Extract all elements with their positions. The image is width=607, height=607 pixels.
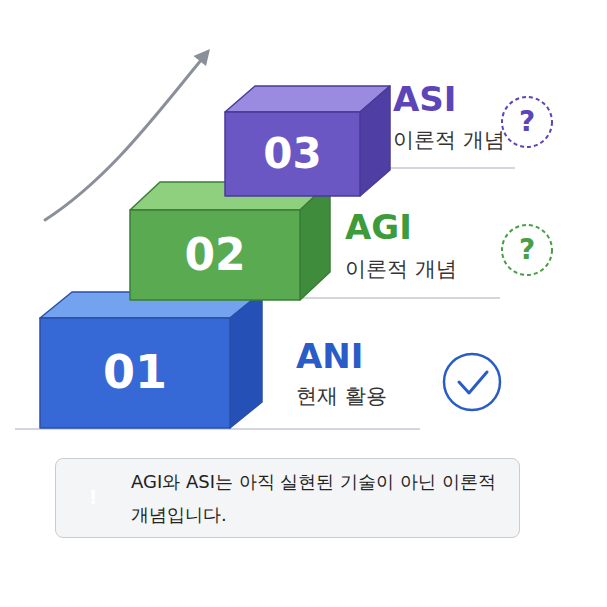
question-mark: ? <box>507 105 547 139</box>
level-status: 이론적 개념 <box>393 128 505 153</box>
step-block: 02AGI이론적 개념 <box>130 182 330 300</box>
level-status: 이론적 개념 <box>345 257 457 282</box>
question-circle <box>502 225 552 275</box>
block-side <box>230 292 262 428</box>
step-number: 01 <box>40 345 230 400</box>
check-circle <box>444 354 500 410</box>
step-block: 03ASI이론적 개념 <box>225 86 390 196</box>
block-side <box>360 86 390 196</box>
step-block: 01ANI현재 활용 <box>40 292 262 428</box>
step-line <box>300 297 500 299</box>
block-front <box>130 210 300 300</box>
level-title: AGI <box>345 207 412 248</box>
note-text: AGI와 ASI는 아직 실현된 기술이 아닌 이론적 개념입니다. <box>131 465 506 531</box>
question-mark: ? <box>507 233 547 267</box>
check-mark <box>459 372 487 393</box>
level-title: ANI <box>296 336 363 377</box>
block-side <box>300 182 330 300</box>
alert-mark: ! <box>73 485 113 509</box>
level-title: ASI <box>393 79 456 120</box>
note-box: AGI와 ASI는 아직 실현된 기술이 아닌 이론적 개념입니다. <box>55 458 520 538</box>
block-front <box>40 318 230 428</box>
level-status: 현재 활용 <box>296 384 387 409</box>
step-number: 02 <box>130 229 300 282</box>
block-front <box>225 112 360 196</box>
step-number: 03 <box>225 129 360 179</box>
question-circle <box>502 97 552 147</box>
arrow-head <box>194 49 211 66</box>
